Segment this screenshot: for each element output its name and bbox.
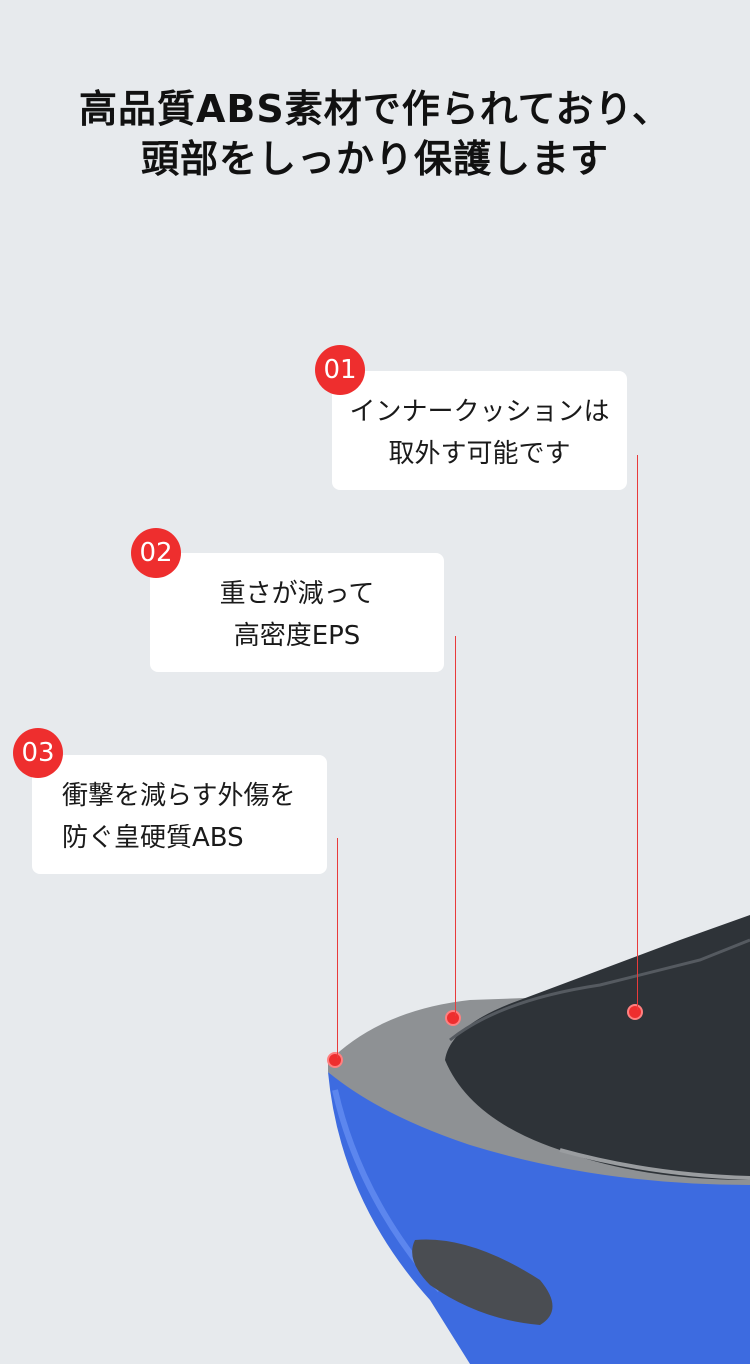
title-line-2: 頭部をしっかり保護します xyxy=(140,137,609,181)
callout-card-01: インナークッションは 取外す可能です xyxy=(332,371,627,490)
callout-01-line-2: 取外す可能です xyxy=(388,439,571,469)
callout-badge-01: 01 xyxy=(315,345,365,395)
leader-line-03 xyxy=(337,838,338,1058)
callout-badge-03: 03 xyxy=(13,728,63,778)
callout-badge-02: 02 xyxy=(131,528,181,578)
leader-line-02 xyxy=(455,636,456,1016)
page-title: 高品質ABS素材で作られており、 頭部をしっかり保護します xyxy=(0,84,750,184)
callout-02-line-1: 重さが減って xyxy=(219,579,375,609)
marker-dot-03 xyxy=(327,1052,343,1068)
callout-card-03: 衝撃を減らす外傷を 防ぐ皇硬質ABS xyxy=(32,755,327,874)
callout-card-02: 重さが減って 高密度EPS xyxy=(150,553,444,672)
callout-01-line-1: インナークッションは xyxy=(349,397,610,427)
callout-02-line-2: 高密度EPS xyxy=(233,621,361,651)
marker-dot-01 xyxy=(627,1004,643,1020)
callout-03-line-1: 衝撃を減らす外傷を xyxy=(62,781,296,811)
leader-line-01 xyxy=(637,455,638,1010)
title-line-1: 高品質ABS素材で作られており、 xyxy=(79,87,671,131)
marker-dot-02 xyxy=(445,1010,461,1026)
callout-03-line-2: 防ぐ皇硬質ABS xyxy=(62,823,244,853)
